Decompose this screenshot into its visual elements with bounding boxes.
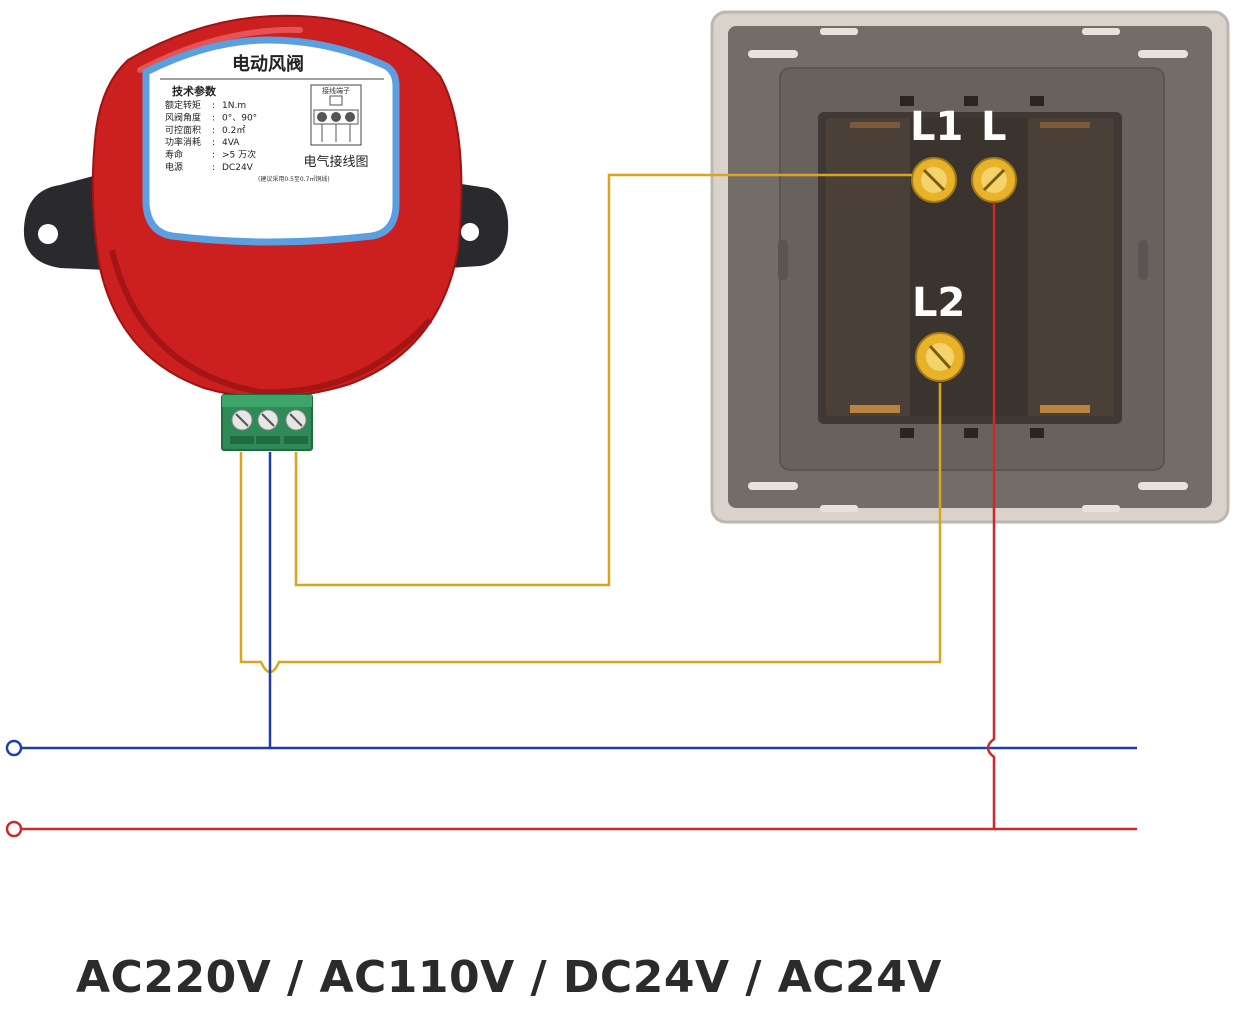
terminal-screw-icon: [231, 409, 253, 431]
mounting-ear-right: [448, 182, 509, 268]
rocker-panel: [1028, 118, 1114, 416]
screw-l1-icon: [911, 157, 957, 203]
spec-colon: :: [212, 101, 215, 111]
label-terminal-diagram: 接线端子: [310, 84, 362, 146]
spec-header: 技术参数: [172, 84, 217, 98]
wire-red-to-l: [986, 202, 996, 829]
side-slot: [778, 240, 788, 280]
spec-value-3: 4VA: [222, 138, 240, 148]
spec-label-2: 可控面积: [165, 124, 201, 136]
spec-value-1: 0°、90°: [222, 113, 257, 123]
spec-colon: :: [212, 151, 215, 161]
spec-colon: :: [212, 138, 215, 148]
housing-shadow: [109, 249, 433, 396]
spec-value-0: 1N.m: [222, 101, 246, 111]
wire-yellow-to-l1: [294, 173, 912, 587]
contact-strip: [850, 405, 900, 413]
contact-strip: [850, 122, 900, 128]
terminal-label-l2: L2: [912, 280, 965, 326]
spec-label-5: 电源: [165, 161, 183, 173]
clip: [964, 96, 978, 106]
spec-label-1: 风阀角度: [165, 111, 201, 123]
mount-slot: [1138, 50, 1188, 58]
spec-label-3: 功率消耗: [165, 136, 201, 148]
mount-hole: [461, 223, 479, 241]
spec-rows: 额定转矩:1N.m风阀角度:0°、90°可控面积:0.2㎡功率消耗:4VA寿命:…: [165, 99, 257, 173]
actuator-title: 电动风阀: [232, 53, 304, 75]
clip: [900, 428, 914, 438]
clip: [1030, 96, 1044, 106]
bus-terminal-blue-icon: [5, 739, 23, 757]
terminal-screw-icon: [285, 409, 307, 431]
spec-value-4: >5 万次: [222, 149, 256, 161]
clip: [1030, 428, 1044, 438]
mount-slot: [748, 482, 798, 490]
bus-terminal-red-icon: [5, 820, 23, 838]
mounting-ear-left: [23, 172, 108, 270]
clip: [900, 96, 914, 106]
mount-slot: [1138, 482, 1188, 490]
housing-highlight: [137, 26, 303, 73]
mount-slot: [1082, 28, 1120, 35]
spec-note: (建议采用0.5至0.7㎡铜线): [258, 175, 330, 183]
rocker-panel: [826, 118, 912, 416]
voltage-rating: AC220V / AC110V / DC24V / AC24V: [76, 952, 942, 1003]
wiring-label: 电气接线图: [303, 154, 368, 170]
mount-slot: [748, 50, 798, 58]
side-slot: [1138, 240, 1148, 280]
spec-label-0: 额定转矩: [165, 99, 201, 111]
mount-slot: [820, 28, 858, 35]
spec-label: [142, 36, 400, 246]
wall-switch: L1 L L2: [710, 10, 1230, 524]
contact-strip: [1040, 122, 1090, 128]
wires: [22, 173, 1137, 831]
damper-actuator: 电动风阀 技术参数 额定转矩:1N.m风阀角度:0°、90°可控面积:0.2㎡功…: [23, 14, 509, 451]
spec-colon: :: [212, 163, 215, 173]
terminal-screw-icon: [257, 409, 279, 431]
spec-value-5: DC24V: [222, 163, 254, 173]
screw-l2-icon: [915, 332, 965, 382]
clip: [964, 428, 978, 438]
mount-hole: [38, 224, 58, 244]
terminal-header: 接线端子: [322, 86, 350, 95]
spec-label-4: 寿命: [165, 149, 183, 161]
mount-slot: [1082, 505, 1120, 512]
mount-slot: [820, 505, 858, 512]
terminal-label-l: L: [981, 104, 1007, 150]
contact-strip: [1040, 405, 1090, 413]
spec-colon: :: [212, 126, 215, 136]
terminal-label-l1: L1: [910, 104, 963, 150]
spec-colon: :: [212, 113, 215, 123]
screw-l-icon: [971, 157, 1017, 203]
spec-value-2: 0.2㎡: [222, 125, 245, 136]
terminal-block-green: [221, 394, 313, 451]
